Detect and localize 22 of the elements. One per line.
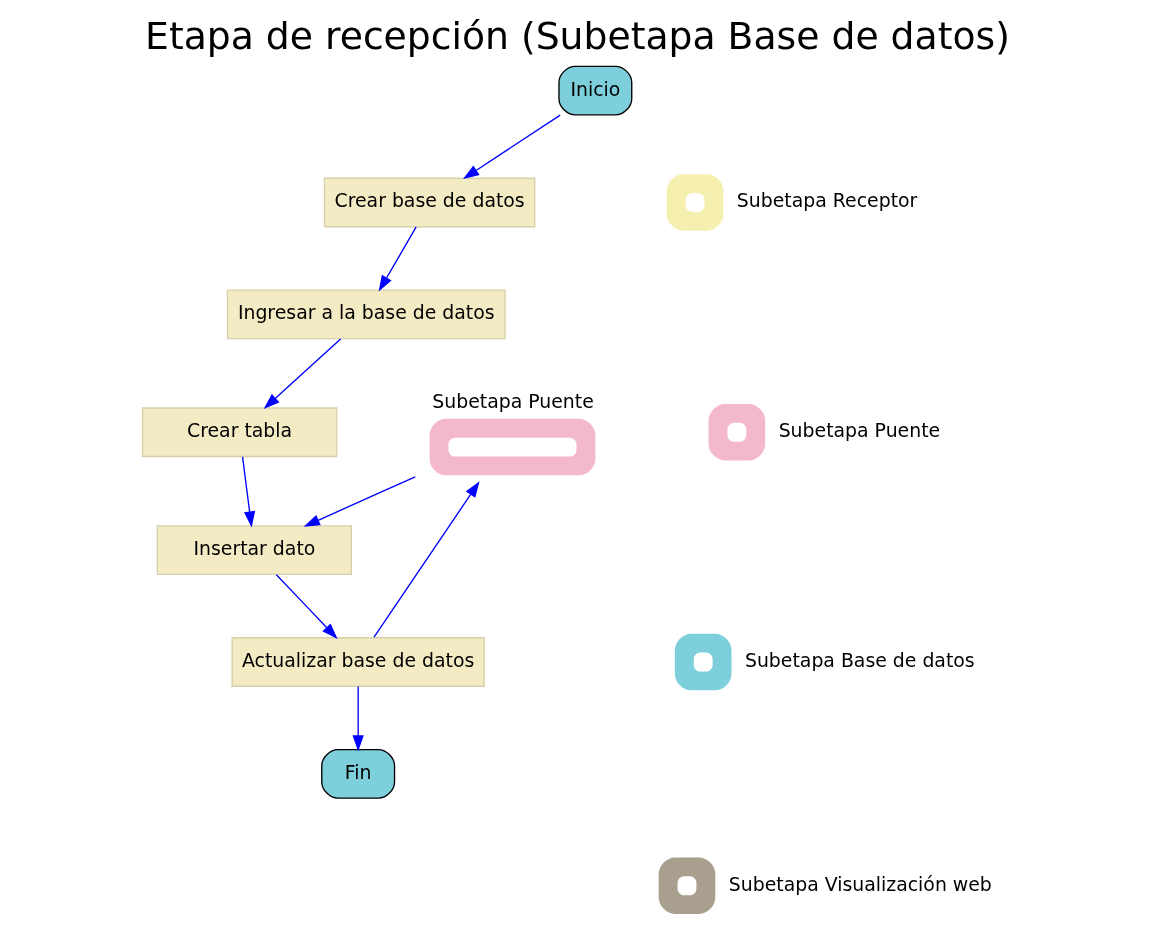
legend-label: Subetapa Base de datos [744, 649, 975, 672]
node-box: Crear base de datos [323, 177, 535, 228]
arrow [241, 456, 255, 528]
arrow [263, 338, 341, 409]
node-box: Ingresar a la base de datos [226, 289, 506, 340]
legend-label: Subetapa Visualización web [728, 872, 992, 895]
arrow [275, 574, 338, 640]
node-box: Fin [320, 748, 395, 799]
arrow [462, 114, 561, 180]
legend-label: Subetapa Receptor [736, 189, 917, 212]
node-box: Actualizar base de datos [230, 637, 485, 687]
node-box: Inicio [557, 65, 632, 116]
node-label: Subetapa Puente [431, 390, 594, 413]
diagram-title: Etapa de recepción (Subetapa Base de datos) [144, 14, 1010, 59]
arrow [303, 476, 416, 527]
arrow [352, 685, 364, 752]
arrow [372, 481, 480, 638]
arrow [378, 226, 417, 292]
node-box: Insertar dato [156, 525, 352, 576]
node-box [429, 418, 595, 476]
node-box: Crear tabla [141, 407, 337, 458]
legend-label: Subetapa Puente [778, 419, 940, 442]
